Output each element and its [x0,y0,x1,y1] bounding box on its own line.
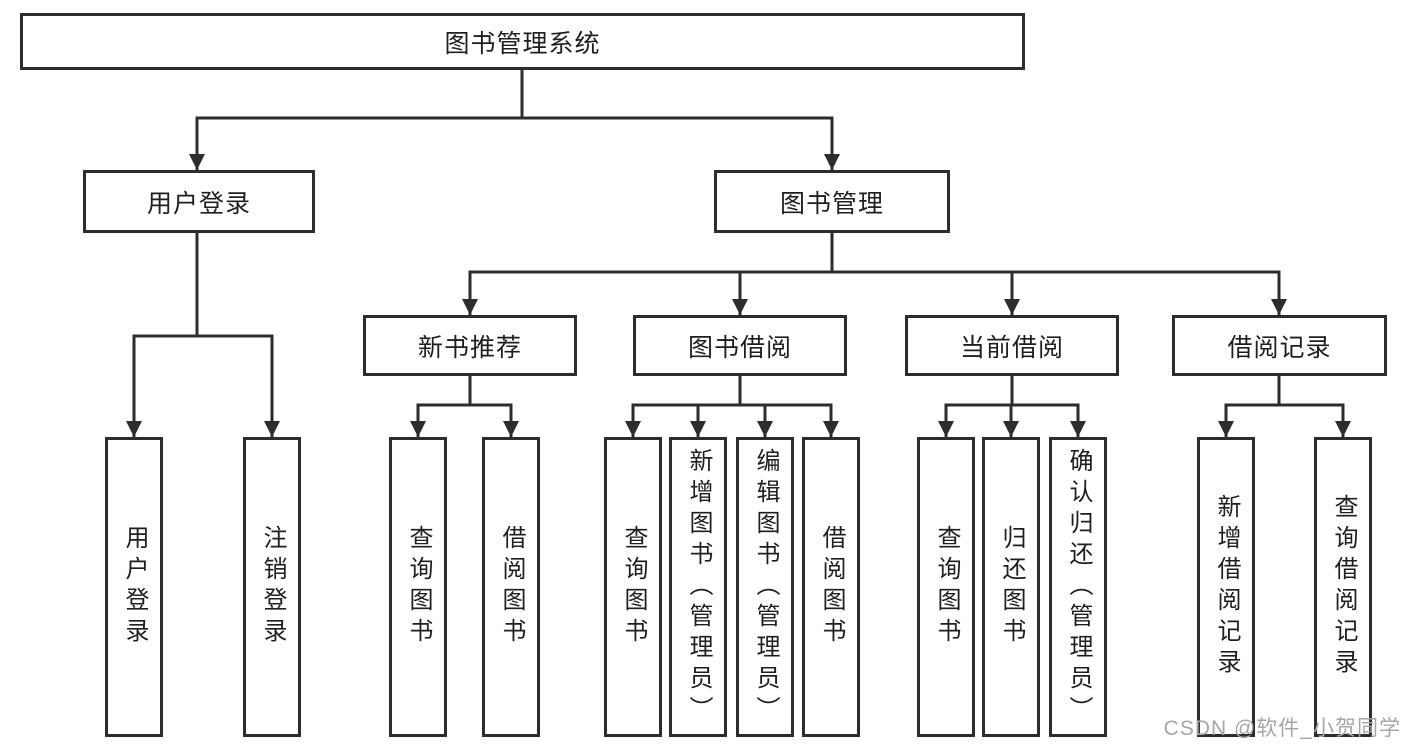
leaf-current-query-books: 查询图书 [917,437,975,737]
node-new-book-recommendation: 新书推荐 [363,315,577,376]
csdn-watermark: CSDN @软件_小贺同学 [1163,717,1401,740]
node-book-management: 图书管理 [714,170,950,233]
leaf-query-borrow-record: 查询借阅记录 [1314,437,1372,737]
leaf-logout: 注销登录 [243,437,301,737]
node-user-login: 用户登录 [83,170,315,233]
node-borrowing-records: 借阅记录 [1172,315,1387,376]
leaf-add-borrow-record: 新增借阅记录 [1197,437,1255,737]
leaf-borrowing-query-books: 查询图书 [604,437,662,737]
node-library-management-system: 图书管理系统 [20,13,1025,70]
leaf-add-books-admin: 新增图书（管理员） [669,437,727,737]
node-current-borrowing: 当前借阅 [905,315,1119,376]
leaf-recommend-borrow-books: 借阅图书 [482,437,540,737]
node-book-borrowing: 图书借阅 [633,315,847,376]
leaf-user-login: 用户登录 [105,437,163,737]
leaf-recommend-query-books: 查询图书 [389,437,447,737]
leaf-confirm-return-admin: 确认归还（管理员） [1049,437,1107,737]
leaf-return-books: 归还图书 [982,437,1040,737]
leaf-borrowing-borrow-books: 借阅图书 [802,437,860,737]
leaf-edit-books-admin: 编辑图书（管理员） [736,437,794,737]
